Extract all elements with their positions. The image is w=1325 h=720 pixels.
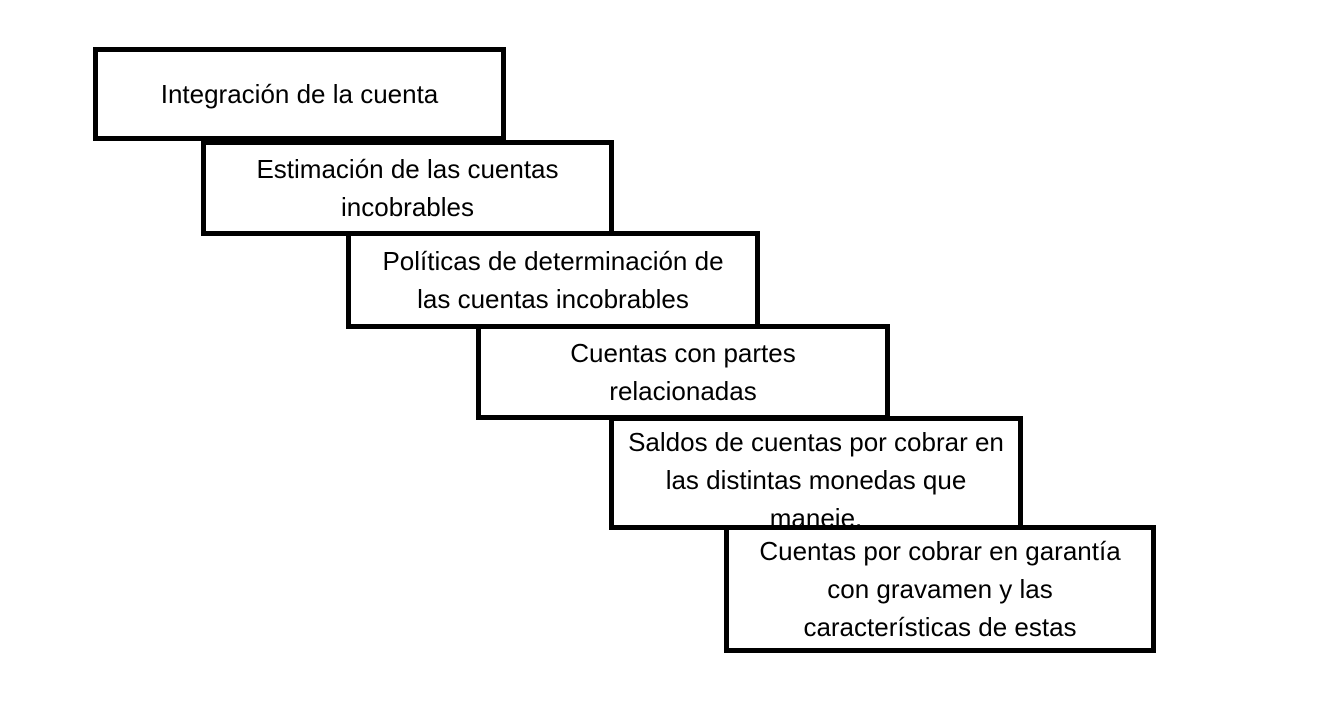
step-box-1: Integración de la cuenta (93, 47, 506, 141)
step-label-3: Políticas de determinación de las cuenta… (382, 246, 724, 314)
step-box-2: Estimación de las cuentas incobrables (201, 140, 614, 236)
step-label-5: Saldos de cuentas por cobrar en las dist… (628, 427, 1004, 530)
step-label-4: Cuentas con partes relacionadas (570, 338, 796, 406)
step-box-5: Saldos de cuentas por cobrar en las dist… (609, 416, 1023, 530)
step-box-4: Cuentas con partes relacionadas (476, 324, 890, 420)
step-label-2: Estimación de las cuentas incobrables (256, 154, 559, 222)
step-label-1: Integración de la cuenta (160, 79, 439, 109)
step-box-6: Cuentas por cobrar en garantía con grava… (724, 525, 1156, 653)
step-box-3: Políticas de determinación de las cuenta… (346, 231, 760, 329)
step-label-6: Cuentas por cobrar en garantía con grava… (759, 536, 1121, 642)
